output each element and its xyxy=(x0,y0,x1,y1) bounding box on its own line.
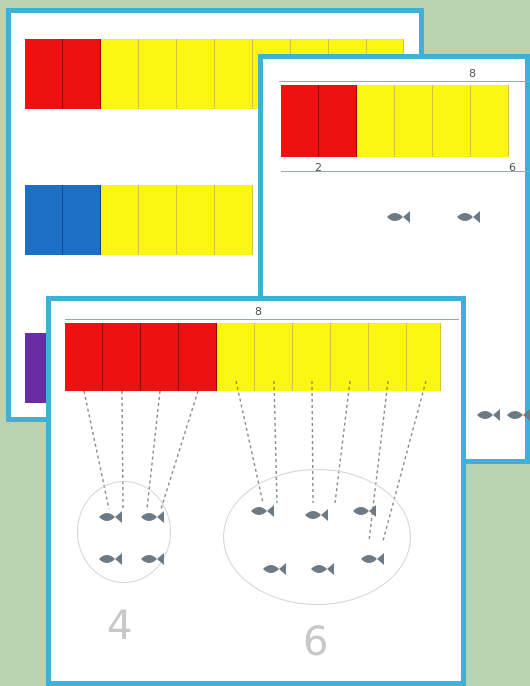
fish-icon xyxy=(95,507,123,527)
back-bar-2 xyxy=(25,185,253,255)
fish-icon xyxy=(301,505,329,525)
fish-icon xyxy=(503,405,530,425)
bar-cell xyxy=(141,323,179,391)
bar-cell xyxy=(215,185,253,255)
bar-cell xyxy=(357,85,395,157)
group-right-ring xyxy=(223,469,411,605)
fish-icon xyxy=(307,559,335,579)
fish-icon xyxy=(349,501,377,521)
bar-cell xyxy=(319,85,357,157)
bar-cell xyxy=(63,39,101,109)
bar-cell xyxy=(255,323,293,391)
bar-cell xyxy=(179,323,217,391)
fish-icon xyxy=(453,207,481,227)
fish-icon xyxy=(473,405,501,425)
bar-cell xyxy=(65,323,103,391)
bar-cell xyxy=(331,323,369,391)
fish-icon xyxy=(137,507,165,527)
bar-cell xyxy=(177,39,215,109)
fish-icon xyxy=(137,549,165,569)
bar-cell xyxy=(63,185,101,255)
group-left-label: 4 xyxy=(107,603,132,649)
bar-cell xyxy=(25,39,63,109)
bar-cell xyxy=(395,85,433,157)
bar-cell xyxy=(471,85,509,157)
bar-cell xyxy=(25,185,63,255)
bar-cell xyxy=(407,323,441,391)
bar-cell xyxy=(215,39,253,109)
bar-cell xyxy=(101,39,139,109)
bar-cell xyxy=(139,185,177,255)
bar-cell xyxy=(293,323,331,391)
bar-cell xyxy=(139,39,177,109)
bar-cell xyxy=(103,323,141,391)
middle-bar xyxy=(281,85,509,157)
front-card: 8 4 6 xyxy=(46,296,466,686)
fish-icon xyxy=(95,549,123,569)
fish-icon xyxy=(247,501,275,521)
middle-tick-right: 6 xyxy=(509,161,516,174)
fish-icon xyxy=(357,549,385,569)
middle-top-mark: 8 xyxy=(469,67,476,80)
fish-icon xyxy=(259,559,287,579)
bar-cell xyxy=(281,85,319,157)
front-top-mark: 8 xyxy=(255,305,262,318)
bar-cell xyxy=(217,323,255,391)
fish-icon xyxy=(383,207,411,227)
bar-cell xyxy=(369,323,407,391)
middle-top-line xyxy=(279,81,530,82)
front-bar xyxy=(65,323,441,391)
bar-cell xyxy=(433,85,471,157)
bar-cell xyxy=(101,185,139,255)
bar-cell xyxy=(177,185,215,255)
group-right-label: 6 xyxy=(303,619,328,665)
middle-tick-left: 2 xyxy=(315,161,322,174)
front-top-line xyxy=(65,319,459,320)
